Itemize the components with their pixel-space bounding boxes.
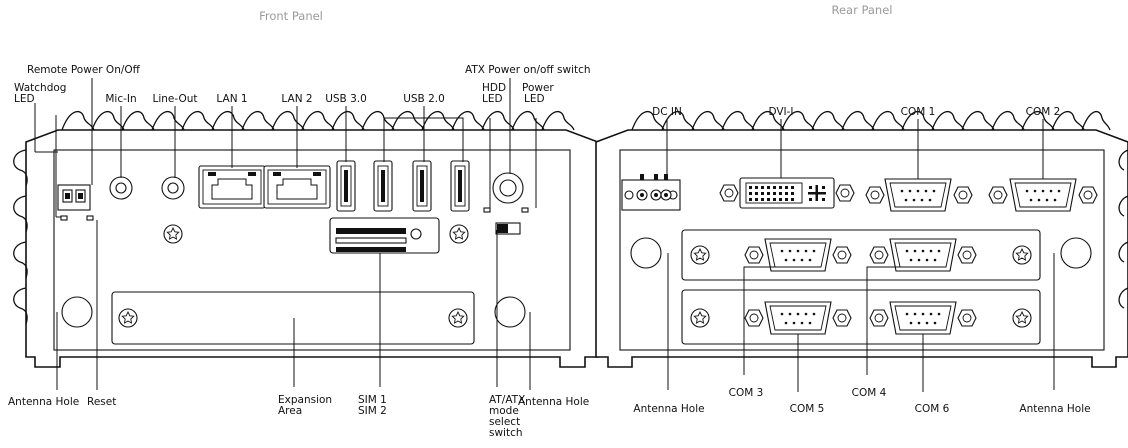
hexnut [1078,186,1098,204]
com2-port [1009,178,1077,212]
usb20-port [412,160,432,212]
front-panel-title: Front Panel [259,9,323,23]
label-antenna-hole-rear-right: Antenna Hole [1019,403,1090,415]
reset-button [86,215,94,221]
dc-in-connector [621,174,681,211]
label-antenna-hole-left: Antenna Hole [8,396,79,408]
rear-panel-title: Rear Panel [831,3,892,17]
hexnut [953,186,973,204]
antenna-hole-front-left [61,296,93,328]
hexnut [988,186,1008,204]
screw [449,224,469,244]
com-bracket-lower [681,289,1041,345]
front-leader-lines [34,78,537,390]
label-mic-in: Mic-In [105,93,136,105]
label-com2: COM 2 [1026,106,1061,118]
label-power-line1: Power [522,82,554,94]
label-com3: COM 3 [729,387,764,399]
hexnut [719,184,739,202]
watchdog-led [60,215,68,221]
usb20-port [373,160,393,212]
label-watchdog-line2: LED [14,93,35,105]
label-antenna-hole-right: Antenna Hole [518,396,589,408]
front-panel: Front Panel [8,9,611,439]
usb30-port [336,160,356,212]
label-power-line2: LED [524,93,545,105]
label-com6: COM 6 [915,403,950,415]
usb20-port [450,160,470,212]
label-line-out: Line-Out [153,93,198,105]
screw [163,224,183,244]
hdd-led [483,207,491,213]
rear-leader-lines [666,119,1055,392]
label-watchdog-line1: Watchdog [14,82,66,94]
mic-in-jack [109,176,133,200]
hexnut [835,184,855,202]
label-atmode-line1: AT/ATX [489,394,525,406]
label-lan1: LAN 1 [216,93,247,105]
com5-port [764,301,832,335]
label-sim2: SIM 2 [358,405,387,417]
label-atmode-line4: switch [489,427,523,439]
at-atx-mode-switch [495,222,521,235]
label-usb20: USB 2.0 [403,93,445,105]
sim-slot [329,217,440,254]
antenna-hole-rear-right [1060,237,1092,269]
rear-fins [631,110,1128,309]
label-remote-power: Remote Power On/Off [27,64,141,76]
expansion-area [111,291,475,345]
label-reset: Reset [87,396,116,408]
lan1-port [198,165,266,209]
lan2-port [263,165,331,209]
dvi-port [739,177,835,209]
label-hdd-line2: LED [482,93,503,105]
atx-power-button [492,172,524,204]
com3-port [764,238,832,272]
com4-port [889,238,957,272]
label-com4: COM 4 [852,387,887,399]
label-com5: COM 5 [790,403,825,415]
label-dvi: DVI-I [768,106,793,118]
label-usb30: USB 3.0 [325,93,367,105]
rear-panel: Rear Panel [595,3,1128,415]
label-dc-in: DC IN [652,106,682,118]
label-com1: COM 1 [901,106,936,118]
label-atmode-line2: mode [489,405,519,417]
com-bracket-upper [681,229,1041,281]
label-expansion-line1: Expansion [278,394,332,406]
com6-port [889,301,957,335]
label-lan2: LAN 2 [281,93,312,105]
line-out-jack [161,176,185,200]
label-atx-power-switch: ATX Power on/off switch [465,64,591,76]
com1-port [884,178,952,212]
remote-power-connector [57,184,91,211]
label-atmode-line3: select [489,416,520,428]
power-led [521,207,529,213]
antenna-hole-rear-left [630,237,662,269]
label-sim1: SIM 1 [358,394,387,406]
label-antenna-hole-rear-left: Antenna Hole [633,403,704,415]
antenna-hole-front-right [494,296,526,328]
label-hdd-line1: HDD [482,82,506,94]
hexnut [865,186,885,204]
label-expansion-line2: Area [278,405,302,417]
